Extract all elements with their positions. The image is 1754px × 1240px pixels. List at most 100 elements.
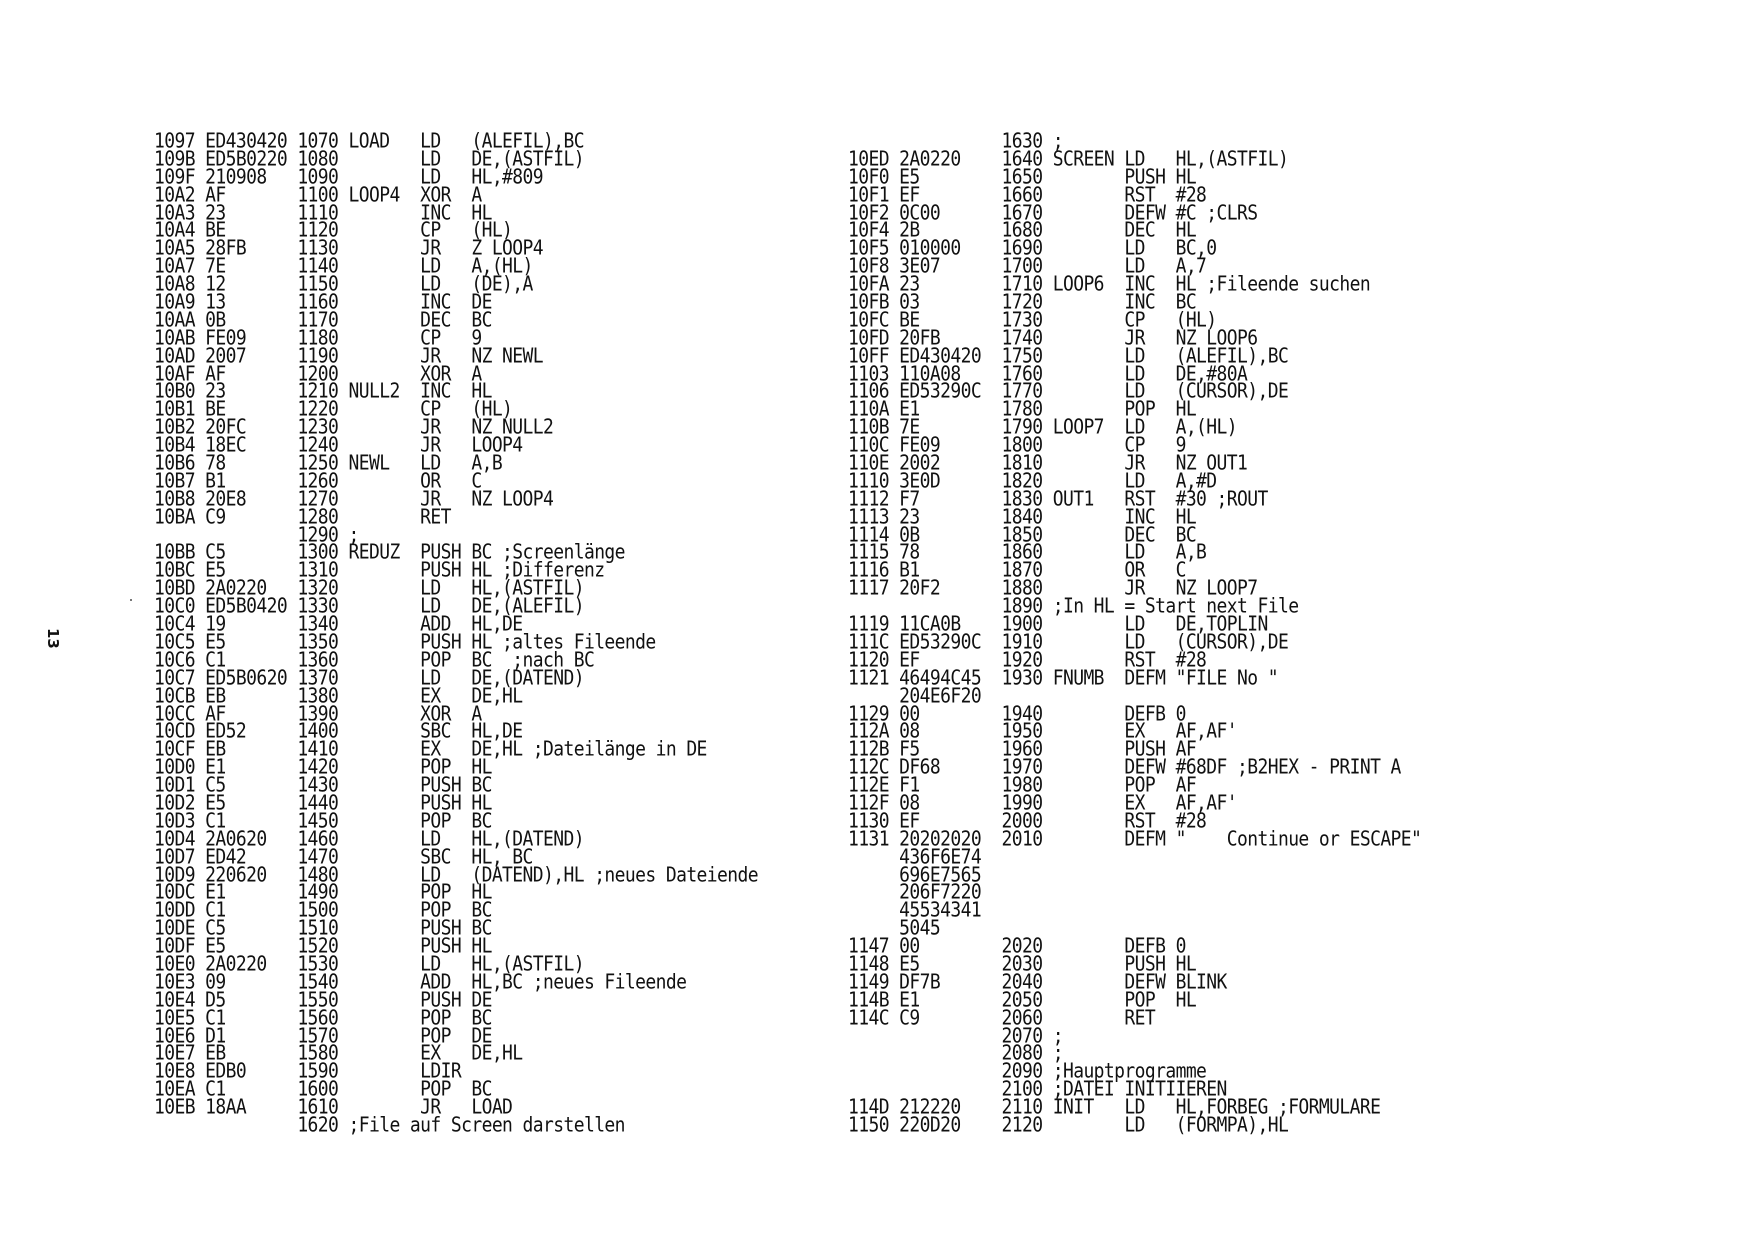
code-line: 1103 110A08 1760 LD DE,#80A bbox=[848, 362, 1248, 386]
code-line: 10B1 BE 1220 CP (HL) bbox=[154, 398, 513, 422]
code-line: 112A 08 1950 EX AF,AF' bbox=[848, 720, 1238, 744]
code-line: 10DC E1 1490 POP HL bbox=[154, 881, 492, 905]
code-line: 1129 00 1940 DEFB 0 bbox=[848, 702, 1186, 726]
code-line: 10FD 20FB 1740 JR NZ LOOP6 bbox=[848, 326, 1258, 351]
code-line: 10BC E5 1310 PUSH HL ;Differenz bbox=[154, 559, 605, 583]
code-line: 10AD 2007 1190 JR NZ NEWL bbox=[154, 344, 544, 368]
code-line: 10D9 220620 1480 LD (DATEND),HL ;neues D… bbox=[154, 863, 759, 887]
code-line: 10D3 C1 1450 POP BC bbox=[154, 809, 492, 834]
code-line: 1120 EF 1920 RST #28 bbox=[848, 648, 1207, 673]
code-line: 10C4 19 1340 ADD HL,DE bbox=[154, 612, 523, 637]
code-line: 1119 11CA0B 1900 LD DE,TOPLIN bbox=[848, 612, 1268, 637]
code-line: 10F2 0C00 1670 DEFW #C ;CLRS bbox=[848, 201, 1258, 225]
code-line: 204E6F20 bbox=[848, 684, 982, 708]
code-line: 10A4 BE 1120 CP (HL) bbox=[154, 219, 513, 243]
code-line: 696E7565 bbox=[848, 863, 982, 887]
code-line: 1131 20202020 2010 DEFM " Continue or ES… bbox=[848, 827, 1422, 852]
code-line: 2100 ;DATEI INITIIEREN bbox=[848, 1077, 1228, 1102]
code-line: 1290 ; bbox=[154, 523, 359, 547]
code-line: 2080 ; bbox=[848, 1042, 1064, 1066]
code-line: 10E0 2A0220 1530 LD HL,(ASTFIL) bbox=[154, 952, 585, 977]
code-line: 1115 78 1860 LD A,B bbox=[848, 541, 1207, 565]
scan-speck bbox=[130, 599, 132, 601]
code-line: 111C ED53290C 1910 LD (CURSOR),DE bbox=[848, 630, 1289, 655]
code-line: 10DD C1 1500 POP BC bbox=[154, 899, 492, 923]
code-line: 10E6 D1 1570 POP DE bbox=[154, 1024, 492, 1048]
code-line: 10D4 2A0620 1460 LD HL,(DATEND) bbox=[154, 827, 585, 852]
code-line: 10A3 23 1110 INC HL bbox=[154, 201, 492, 225]
code-line: 10F8 3E07 1700 LD A,7 bbox=[848, 254, 1207, 279]
code-line: 10FC BE 1730 CP (HL) bbox=[848, 308, 1217, 333]
code-line: 10A9 13 1160 INC DE bbox=[154, 290, 492, 315]
code-line: 10E4 D5 1550 PUSH DE bbox=[154, 988, 492, 1013]
code-line: 110E 2002 1810 JR NZ OUT1 bbox=[848, 451, 1248, 476]
code-line: 10E5 C1 1560 POP BC bbox=[154, 1006, 492, 1030]
code-line: 10D1 C5 1430 PUSH BC bbox=[154, 773, 492, 798]
code-line: 114B E1 2050 POP HL bbox=[848, 988, 1197, 1013]
code-line: 206F7220 bbox=[848, 881, 982, 905]
code-line: 10A8 12 1150 LD (DE),A bbox=[154, 272, 533, 297]
code-line: 10FA 23 1710 LOOP6 INC HL ;Fileende such… bbox=[848, 272, 1371, 297]
code-line: 10D7 ED42 1470 SBC HL, BC bbox=[154, 845, 533, 869]
right-listing-column: 1630 ;10ED 2A0220 1640 SCREEN LD HL,(AST… bbox=[848, 132, 1422, 1138]
code-line: 10FB 03 1720 INC BC bbox=[848, 290, 1197, 315]
code-line: 10AF AF 1200 XOR A bbox=[154, 362, 482, 386]
code-line: 10C6 C1 1360 POP BC ;nach BC bbox=[154, 648, 595, 673]
code-line: 10E3 09 1540 ADD HL,BC ;neues Fileende bbox=[154, 970, 687, 995]
code-line: 10DE C5 1510 PUSH BC bbox=[154, 916, 492, 941]
code-line: 10B0 23 1210 NULL2 INC HL bbox=[154, 380, 492, 404]
code-line: 10E8 EDB0 1590 LDIR bbox=[154, 1060, 462, 1084]
code-line: 10DF E5 1520 PUSH HL bbox=[154, 934, 492, 959]
code-line: 10BB C5 1300 REDUZ PUSH BC ;Screenlänge bbox=[154, 541, 626, 565]
code-line: 114C C9 2060 RET bbox=[848, 1006, 1156, 1030]
code-line: 1150 220D20 2120 LD (FORMPA),HL bbox=[848, 1113, 1289, 1138]
code-line: 10C0 ED5B0420 1330 LD DE,(ALEFIL) bbox=[154, 594, 585, 619]
code-line: 10A7 7E 1140 LD A,(HL) bbox=[154, 254, 533, 279]
code-line: 1114 0B 1850 DEC BC bbox=[848, 523, 1197, 547]
code-line: 10AB FE09 1180 CP 9 bbox=[154, 326, 482, 351]
code-line: 10F4 2B 1680 DEC HL bbox=[848, 219, 1197, 243]
code-line: 5045 bbox=[848, 916, 941, 941]
code-line: 1149 DF7B 2040 DEFW BLINK bbox=[848, 970, 1227, 995]
code-line: 10B8 20E8 1270 JR NZ LOOP4 bbox=[154, 487, 554, 512]
code-line: 1116 B1 1870 OR C bbox=[848, 559, 1186, 583]
code-line: 10FF ED430420 1750 LD (ALEFIL),BC bbox=[848, 344, 1289, 368]
code-line: 1620 ;File auf Screen darstellen bbox=[154, 1113, 625, 1138]
code-line: 10A5 28FB 1130 JR Z LOOP4 bbox=[154, 237, 544, 261]
code-line: 10CB EB 1380 EX DE,HL bbox=[154, 684, 523, 708]
code-line: 110B 7E 1790 LOOP7 LD A,(HL) bbox=[848, 416, 1238, 440]
code-line: 10CC AF 1390 XOR A bbox=[154, 702, 482, 726]
code-line: 1097 ED430420 1070 LOAD LD (ALEFIL),BC bbox=[154, 129, 585, 154]
code-line: 10A2 AF 1100 LOOP4 XOR A bbox=[154, 183, 482, 207]
code-line: 10CD ED52 1400 SBC HL,DE bbox=[154, 720, 523, 744]
code-line: 10F5 010000 1690 LD BC,0 bbox=[848, 237, 1217, 261]
code-line: 1110 3E0D 1820 LD A,#D bbox=[848, 469, 1217, 494]
code-line: 10ED 2A0220 1640 SCREEN LD HL,(ASTFIL) bbox=[848, 147, 1289, 172]
code-line: 1148 E5 2030 PUSH HL bbox=[848, 952, 1197, 977]
code-line: 10AA 0B 1170 DEC BC bbox=[154, 308, 492, 333]
code-line: 436F6E74 bbox=[848, 845, 982, 869]
code-line: 109B ED5B0220 1080 LD DE,(ASTFIL) bbox=[154, 147, 585, 172]
code-line: 10C7 ED5B0620 1370 LD DE,(DATEND) bbox=[154, 666, 585, 690]
code-line: 10F1 EF 1660 RST #28 bbox=[848, 183, 1207, 207]
code-line: 45534341 bbox=[848, 899, 982, 923]
code-line: 10B7 B1 1260 OR C bbox=[154, 469, 482, 494]
code-line: 10C5 E5 1350 PUSH HL ;altes Fileende bbox=[154, 630, 656, 655]
code-line: 1147 00 2020 DEFB 0 bbox=[848, 934, 1186, 959]
code-line: 110A E1 1780 POP HL bbox=[848, 398, 1197, 422]
code-line: 10D0 E1 1420 POP HL bbox=[154, 755, 492, 780]
code-line: 1113 23 1840 INC HL bbox=[848, 505, 1197, 529]
code-line: 1112 F7 1830 OUT1 RST #30 ;ROUT bbox=[848, 487, 1268, 512]
code-line: 112E F1 1980 POP AF bbox=[848, 773, 1197, 798]
code-line: 110C FE09 1800 CP 9 bbox=[848, 433, 1186, 458]
code-line: 10E7 EB 1580 EX DE,HL bbox=[154, 1042, 523, 1066]
code-line: 10EA C1 1600 POP BC bbox=[154, 1077, 492, 1102]
code-line: 112C DF68 1970 DEFW #68DF ;B2HEX - PRINT… bbox=[848, 755, 1401, 780]
code-line: 2090 ;Hauptprogramme bbox=[848, 1060, 1207, 1084]
code-line: 10B4 18EC 1240 JR LOOP4 bbox=[154, 433, 523, 458]
code-line: 1117 20F2 1880 JR NZ LOOP7 bbox=[848, 577, 1258, 601]
code-line: 109F 210908 1090 LD HL,#809 bbox=[154, 165, 544, 190]
code-line: 1890 ;In HL = Start next File bbox=[848, 594, 1299, 619]
code-line: 10B2 20FC 1230 JR NZ NULL2 bbox=[154, 416, 554, 440]
